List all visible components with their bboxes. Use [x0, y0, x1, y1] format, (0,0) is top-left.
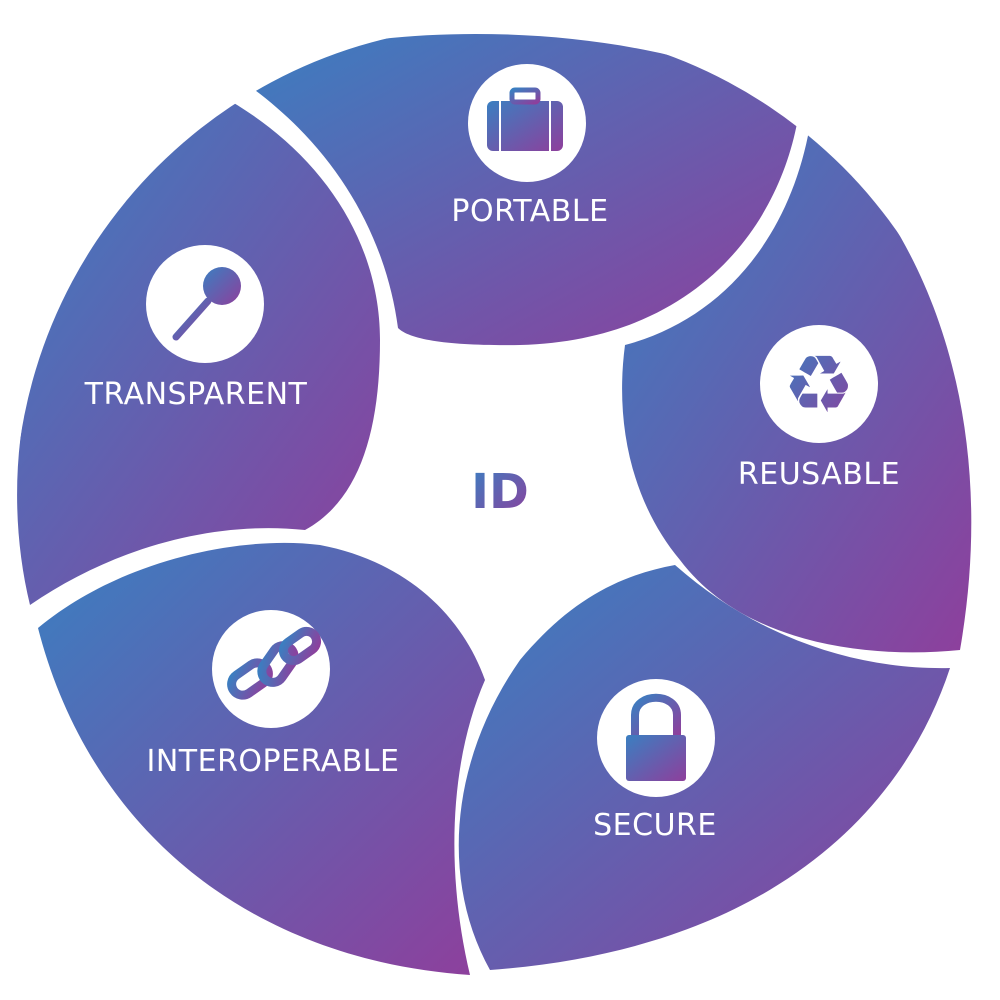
transparent-icon-badge	[146, 245, 264, 363]
magnifying-glass-icon	[172, 267, 241, 341]
briefcase-icon	[487, 87, 563, 151]
reusable-icon-badge: ♻	[760, 325, 878, 443]
segment-label-interoperable: INTEROPERABLE	[147, 744, 400, 779]
recycle-icon: ♻	[783, 338, 855, 431]
chain-link-icon	[227, 626, 322, 700]
segment-label-portable: PORTABLE	[451, 194, 608, 229]
segment-label-reusable: REUSABLE	[738, 457, 900, 492]
secure-icon-badge	[597, 679, 715, 797]
segment-interoperable	[38, 542, 485, 975]
segment-label-secure: SECURE	[593, 808, 717, 843]
portable-icon-badge	[468, 64, 586, 182]
center-id-label: ID	[471, 464, 529, 520]
padlock-icon	[626, 693, 686, 781]
segment-portable	[238, 33, 800, 346]
interoperable-icon-badge	[212, 610, 330, 728]
segment-label-transparent: TRANSPARENT	[84, 377, 308, 412]
